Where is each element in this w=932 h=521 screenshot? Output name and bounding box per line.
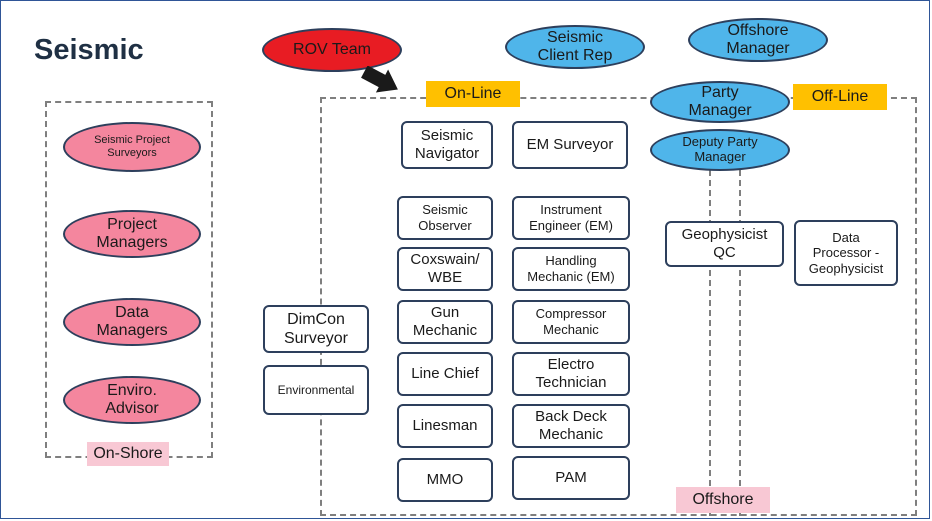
online-label: On-Line bbox=[426, 81, 520, 107]
coxswain-wbe-box: Coxswain/ WBE bbox=[397, 247, 493, 291]
onshore-role-data-managers: Data Managers bbox=[63, 298, 201, 346]
linesman-box: Linesman bbox=[397, 404, 493, 448]
seismic-navigator-box: Seismic Navigator bbox=[401, 121, 493, 169]
mmo-box: MMO bbox=[397, 458, 493, 502]
gun-mechanic-box: Gun Mechanic bbox=[397, 300, 493, 344]
geophysicist-qc-box: Geophysicist QC bbox=[665, 221, 784, 267]
environmental-box: Environmental bbox=[263, 365, 369, 415]
deputy-party-manager-oval: Deputy Party Manager bbox=[650, 129, 790, 171]
reporting-line-right bbox=[739, 170, 741, 516]
handling-mechanic-box: Handling Mechanic (EM) bbox=[512, 247, 630, 291]
compressor-mechanic-box: Compressor Mechanic bbox=[512, 300, 630, 344]
onshore-label: On-Shore bbox=[87, 442, 169, 466]
arrow-down-right-icon bbox=[361, 66, 398, 93]
page-title: Seismic bbox=[34, 34, 144, 66]
back-deck-mechanic-box: Back Deck Mechanic bbox=[512, 404, 630, 448]
onshore-role-project-managers: Project Managers bbox=[63, 210, 201, 258]
seismic-observer-box: Seismic Observer bbox=[397, 196, 493, 240]
electro-technician-box: Electro Technician bbox=[512, 352, 630, 396]
pam-box: PAM bbox=[512, 456, 630, 500]
instrument-engineer-box: Instrument Engineer (EM) bbox=[512, 196, 630, 240]
onshore-role-enviro-advisor: Enviro. Advisor bbox=[63, 376, 201, 424]
onshore-role-project-surveyors: Seismic Project Surveyors bbox=[63, 122, 201, 172]
offline-label: Off-Line bbox=[793, 84, 887, 110]
reporting-line-left bbox=[709, 170, 711, 516]
client-rep-oval: Seismic Client Rep bbox=[505, 25, 645, 69]
rov-team-oval: ROV Team bbox=[262, 28, 402, 72]
line-chief-box: Line Chief bbox=[397, 352, 493, 396]
offshore-manager-oval: Offshore Manager bbox=[688, 18, 828, 62]
em-surveyor-box: EM Surveyor bbox=[512, 121, 628, 169]
party-manager-oval: Party Manager bbox=[650, 81, 790, 123]
dimcon-surveyor-box: DimCon Surveyor bbox=[263, 305, 369, 353]
data-processor-box: Data Processor - Geophysicist bbox=[794, 220, 898, 286]
offshore-label: Offshore bbox=[676, 487, 770, 513]
